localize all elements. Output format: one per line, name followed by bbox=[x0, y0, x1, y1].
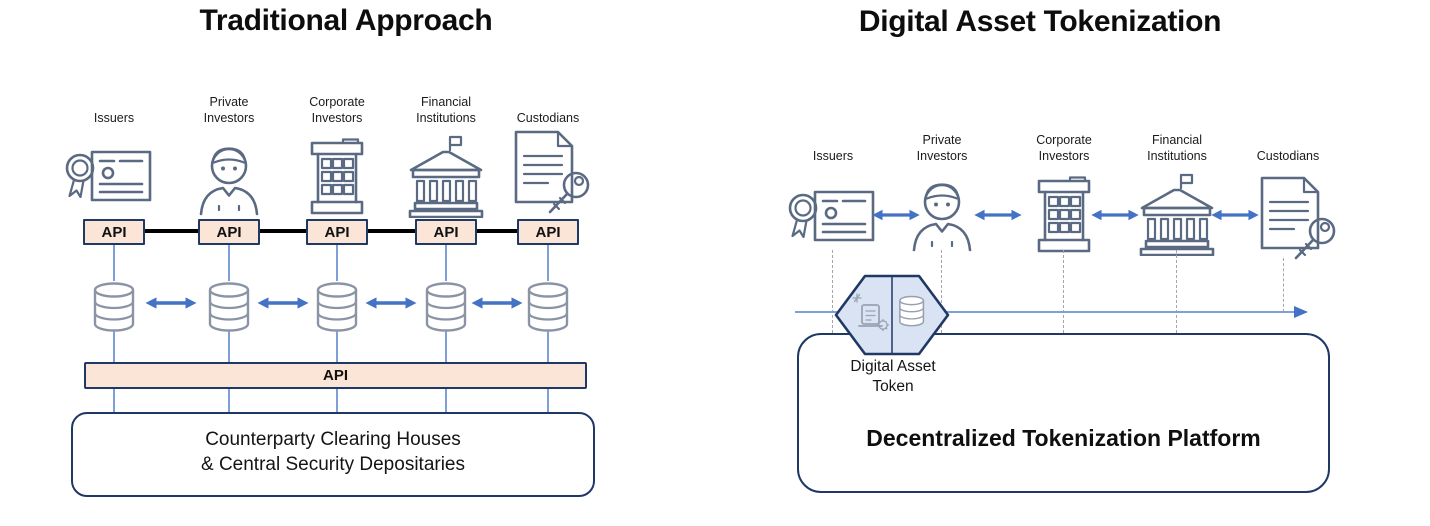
bank-building-icon bbox=[1139, 173, 1215, 256]
double-arrow-icon bbox=[1209, 208, 1261, 222]
entity-label-corporate-investors: Corporate Investors bbox=[1036, 133, 1092, 163]
clearing-house-box: Counterparty Clearing Houses & Central S… bbox=[71, 412, 595, 497]
api-box-custodians: API bbox=[517, 219, 579, 245]
digital-asset-token-label: Digital Asset Token bbox=[850, 358, 936, 395]
office-building-icon bbox=[310, 138, 364, 215]
token-flow-arrow-head bbox=[1294, 305, 1308, 318]
right-panel-title: Digital Asset Tokenization bbox=[858, 5, 1222, 38]
connector-line bbox=[547, 389, 549, 412]
database-cylinder-icon bbox=[316, 282, 358, 332]
connector-line bbox=[336, 245, 338, 281]
connector-line bbox=[228, 245, 230, 281]
certificate-ribbon-icon bbox=[788, 190, 875, 242]
connector-line bbox=[336, 331, 338, 362]
entity-label-private-investors: Private Investors bbox=[203, 95, 255, 125]
dashed-connector bbox=[1283, 258, 1285, 312]
connector-line bbox=[445, 389, 447, 412]
shared-api-bar: API bbox=[84, 362, 587, 389]
certificate-ribbon-icon bbox=[65, 150, 152, 202]
connector-line bbox=[445, 331, 447, 362]
database-cylinder-icon bbox=[527, 282, 569, 332]
entity-label-financial-institutions: Financial Institutions bbox=[416, 95, 476, 125]
connector-line bbox=[445, 245, 447, 281]
database-cylinder-icon bbox=[899, 295, 925, 327]
connector-line bbox=[113, 389, 115, 412]
entity-label-custodians: Custodians bbox=[516, 110, 580, 125]
dashed-connector bbox=[1063, 250, 1065, 333]
connector-line bbox=[336, 389, 338, 412]
double-arrow-icon bbox=[143, 295, 199, 311]
database-cylinder-icon bbox=[93, 282, 135, 332]
connector-line bbox=[113, 245, 115, 281]
double-arrow-icon bbox=[870, 208, 922, 222]
dashed-connector bbox=[941, 250, 943, 333]
double-arrow-icon bbox=[255, 295, 311, 311]
document-key-icon bbox=[514, 130, 590, 214]
double-arrow-icon bbox=[469, 295, 525, 311]
connector-line bbox=[113, 331, 115, 362]
connector-line bbox=[228, 331, 230, 362]
smart-contract-icon bbox=[852, 293, 890, 332]
entity-label-financial-institutions: Financial Institutions bbox=[1147, 133, 1207, 163]
entity-label-custodians: Custodians bbox=[1256, 148, 1320, 163]
entity-label-private-investors: Private Investors bbox=[916, 133, 968, 163]
double-arrow-icon bbox=[972, 208, 1024, 222]
entity-label-issuers: Issuers bbox=[93, 110, 135, 125]
double-arrow-icon bbox=[363, 295, 419, 311]
dashed-connector bbox=[1176, 250, 1178, 333]
database-cylinder-icon bbox=[208, 282, 250, 332]
left-panel-title: Traditional Approach bbox=[199, 4, 493, 37]
tokenization-platform-label: Decentralized Tokenization Platform bbox=[866, 425, 1261, 451]
connector-line bbox=[547, 245, 549, 281]
entity-label-issuers: Issuers bbox=[812, 148, 854, 163]
office-building-icon bbox=[1037, 176, 1091, 253]
token-flow-arrow-line bbox=[795, 311, 1295, 313]
bank-building-icon bbox=[408, 135, 484, 218]
double-arrow-icon bbox=[1089, 208, 1141, 222]
connector-line bbox=[228, 389, 230, 412]
dashed-connector bbox=[832, 250, 834, 333]
clearing-house-label: Counterparty Clearing Houses & Central S… bbox=[201, 429, 465, 475]
api-box-issuers: API bbox=[83, 219, 145, 245]
api-box-financial-institutions: API bbox=[415, 219, 477, 245]
entity-label-corporate-investors: Corporate Investors bbox=[309, 95, 365, 125]
api-box-corporate-investors: API bbox=[306, 219, 368, 245]
tokenization-platform-box: Decentralized Tokenization Platform bbox=[797, 333, 1330, 493]
database-cylinder-icon bbox=[425, 282, 467, 332]
connector-line bbox=[547, 331, 549, 362]
document-key-icon bbox=[1260, 176, 1336, 260]
person-icon bbox=[199, 147, 259, 216]
api-box-private-investors: API bbox=[198, 219, 260, 245]
digital-asset-token-shape bbox=[834, 274, 950, 356]
